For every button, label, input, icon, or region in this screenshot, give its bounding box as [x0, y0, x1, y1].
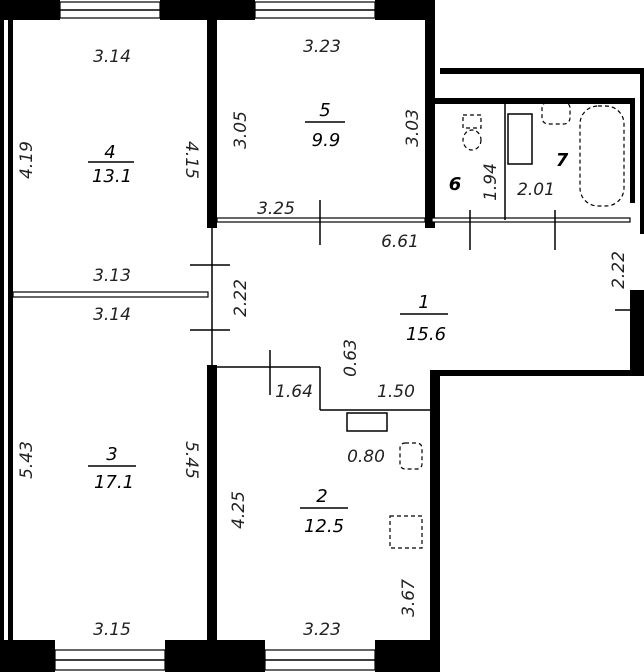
- toilet-tank-icon: [462, 114, 482, 129]
- room-2-area: 12.5: [304, 516, 344, 537]
- room-4-number: 4: [104, 142, 115, 163]
- dim-r2-bottom: 3.23: [303, 620, 341, 640]
- stove-icon: [389, 515, 423, 549]
- dim-r5-left: 3.05: [231, 111, 251, 149]
- room-4-area: 13.1: [92, 166, 132, 187]
- room-labels: 4 13.1 5 9.9 6 7 1 15.6 3 17.1 2 12.5: [88, 100, 569, 537]
- dim-r5-top: 3.23: [303, 37, 341, 57]
- dim-r1-right: 2.22: [609, 251, 629, 289]
- dimension-labels: 3.14 4.19 4.15 3.13 3.14 5.43 5.45 3.15 …: [17, 37, 629, 640]
- room-1-area: 15.6: [406, 324, 446, 345]
- dim-r2-right: 3.67: [399, 579, 419, 617]
- radiator-icon: [346, 412, 388, 432]
- bathtub-icon: [579, 105, 625, 207]
- dim-r1-left: 2.22: [231, 279, 251, 317]
- dim-r4-right: 4.15: [181, 141, 201, 179]
- dim-r2-step: 0.63: [341, 339, 361, 377]
- dim-r6-height: 1.94: [481, 163, 501, 201]
- dim-r7-width: 2.01: [517, 180, 555, 200]
- dim-r5-bottom: 3.25: [257, 199, 295, 219]
- sink-icon: [399, 442, 423, 470]
- dim-r4-bottom: 3.13: [93, 266, 131, 286]
- room-6-number: 6: [449, 174, 462, 195]
- dim-r2-top-left: 1.64: [275, 382, 313, 402]
- fixtures: [346, 101, 625, 549]
- room-1-number: 1: [418, 292, 429, 313]
- partitions: [12, 104, 644, 411]
- room-7-number: 7: [556, 150, 569, 171]
- room-3-area: 17.1: [94, 472, 134, 493]
- dim-r4-top: 3.14: [93, 47, 131, 67]
- radiator-icon: [507, 113, 533, 165]
- room-3-number: 3: [106, 444, 117, 465]
- dim-r3-top: 3.14: [93, 305, 131, 325]
- room-5-area: 9.9: [312, 130, 341, 151]
- dim-r3-left: 5.43: [17, 441, 37, 479]
- dim-r5-right: 3.03: [403, 109, 423, 147]
- dim-r2-left: 4.25: [229, 491, 249, 529]
- room-2-number: 2: [316, 486, 327, 507]
- windows: [54, 1, 376, 671]
- room-5-number: 5: [319, 100, 330, 121]
- sink-icon: [541, 101, 571, 125]
- dim-r1-width: 6.61: [381, 232, 419, 252]
- dim-r3-bottom: 3.15: [93, 620, 131, 640]
- toilet-icon: [462, 129, 482, 151]
- dim-r3-right: 5.45: [181, 441, 201, 479]
- dim-r2-niche: 0.80: [347, 447, 385, 467]
- dim-r4-left: 4.19: [17, 141, 37, 179]
- dim-r2-top-right: 1.50: [377, 382, 415, 402]
